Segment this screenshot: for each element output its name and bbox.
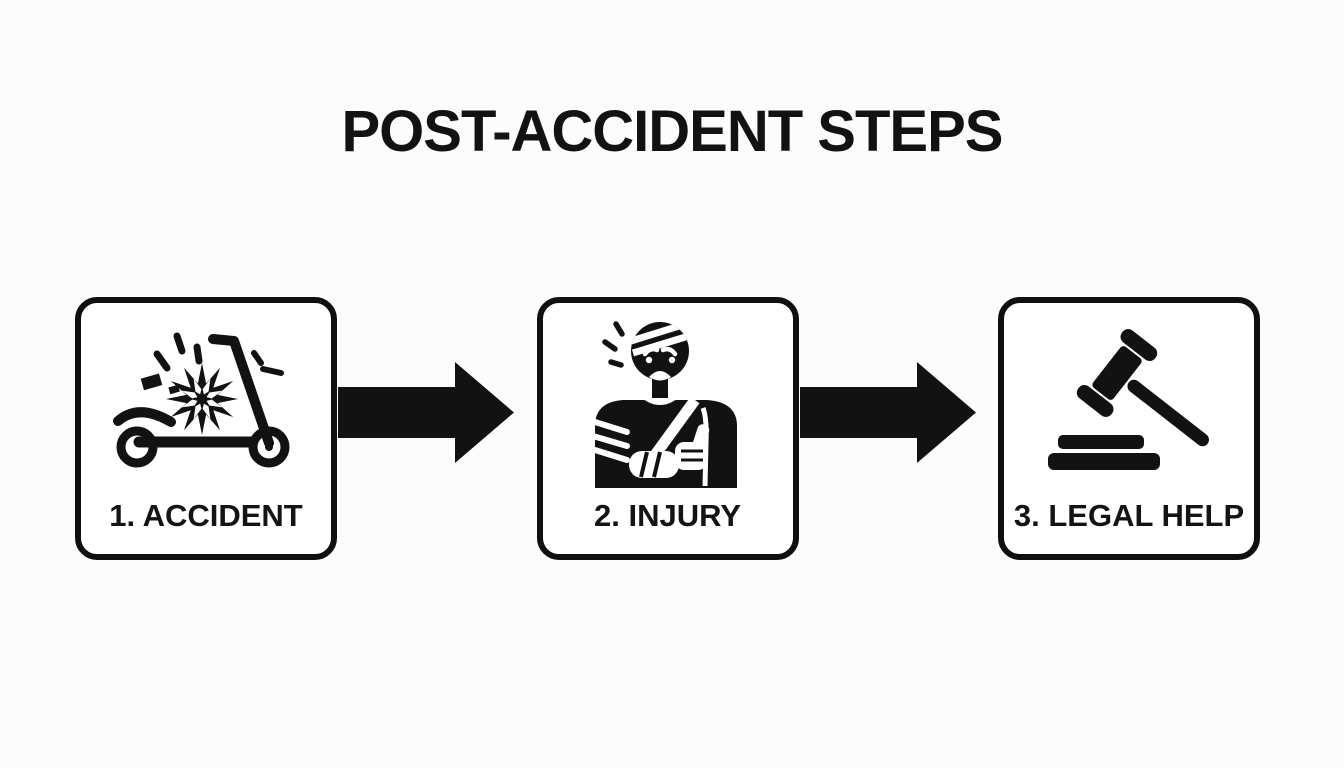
arrow-right-icon — [337, 297, 537, 560]
step-card-legal-help: 3. LEGAL HELP — [998, 297, 1260, 560]
step-label-legal-help: 3. LEGAL HELP — [1013, 498, 1245, 533]
step-label-accident: 1. ACCIDENT — [109, 498, 303, 533]
flow-row: 1. ACCIDENT — [75, 297, 1260, 560]
step-label-injury: 2. INJURY — [593, 498, 741, 533]
scooter-crash-icon — [81, 303, 331, 498]
page-title: POST-ACCIDENT STEPS — [341, 99, 1004, 164]
arrow-right-icon — [799, 297, 999, 560]
step-card-injury: 2. INJURY — [536, 297, 799, 560]
step-card-accident: 1. ACCIDENT — [75, 297, 337, 560]
gavel-icon — [1004, 303, 1254, 498]
injured-person-icon — [543, 303, 793, 498]
